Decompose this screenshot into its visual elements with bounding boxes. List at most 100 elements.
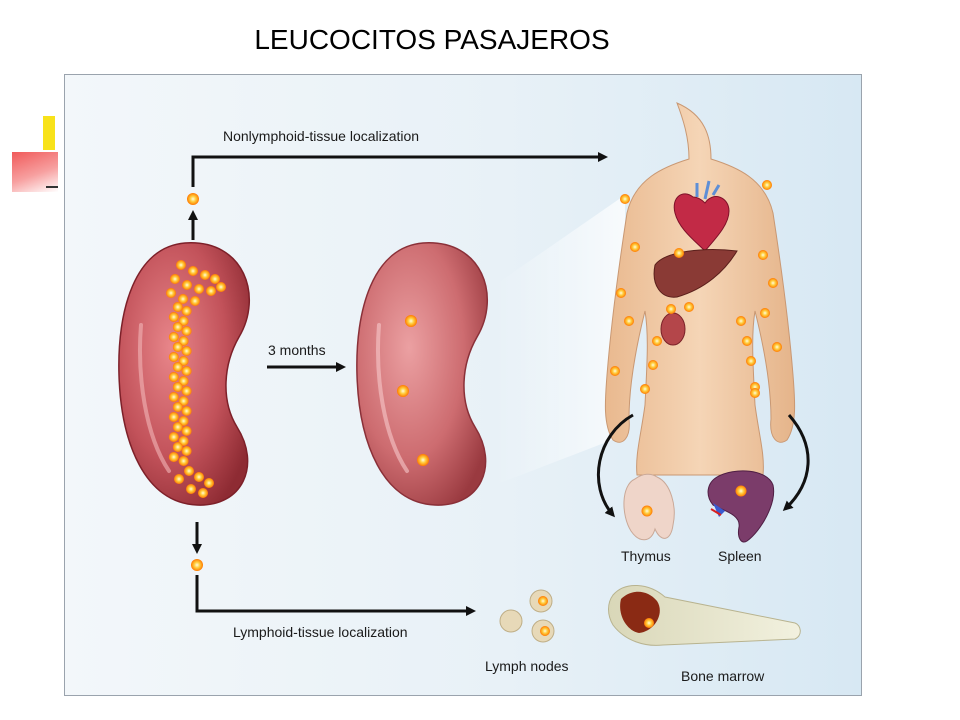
leukocyte xyxy=(184,466,194,476)
leukocyte xyxy=(397,385,409,397)
nonlymphoid-path-arrow xyxy=(188,152,608,240)
leukocyte xyxy=(538,596,548,606)
nonlymphoid-label: Nonlymphoid-tissue localization xyxy=(223,128,419,144)
leukocyte xyxy=(168,432,179,442)
recirculation-arrow-right xyxy=(782,414,810,512)
leukocyte-migrating-bottom xyxy=(191,559,203,571)
leukocyte xyxy=(181,346,192,356)
leukocyte xyxy=(666,304,676,314)
bone-marrow-label: Bone marrow xyxy=(681,668,765,684)
leukocyte xyxy=(181,446,192,456)
leukocyte xyxy=(172,342,183,352)
leukocyte xyxy=(181,406,192,416)
leukocyte xyxy=(648,360,658,370)
leukocyte xyxy=(172,322,183,332)
leukocyte xyxy=(194,472,204,482)
decorative-line xyxy=(46,186,58,188)
kidney-transplant-after-3-months xyxy=(356,242,488,506)
light-beam xyxy=(495,195,625,485)
leukocyte xyxy=(181,386,192,396)
leukocyte xyxy=(172,362,183,372)
leukocyte-cluster-body xyxy=(610,180,782,398)
leukocyte xyxy=(644,618,654,628)
leukocyte xyxy=(200,270,210,280)
leukocyte xyxy=(178,456,189,466)
decorative-red-block xyxy=(12,152,58,192)
leukocyte xyxy=(172,302,183,312)
leukocyte xyxy=(641,505,653,517)
leukocyte xyxy=(190,296,200,306)
leukocyte xyxy=(750,388,760,398)
leukocyte xyxy=(616,288,626,298)
thymus-label: Thymus xyxy=(621,548,671,564)
leukocyte xyxy=(772,342,782,352)
leukocyte xyxy=(168,372,179,382)
leukocyte xyxy=(540,626,550,636)
lymph-nodes-label: Lymph nodes xyxy=(485,658,569,674)
leukocyte xyxy=(216,282,226,292)
leukocyte xyxy=(198,488,208,498)
lymphoid-path-arrow xyxy=(192,522,476,616)
leukocyte xyxy=(758,250,768,260)
leukocyte xyxy=(684,302,694,312)
human-torso-illustration xyxy=(604,102,796,476)
leukocyte xyxy=(210,274,220,284)
leukocyte xyxy=(176,260,186,270)
leukocyte xyxy=(170,274,180,284)
leukocyte xyxy=(168,332,179,342)
bone-marrow-organ xyxy=(608,585,801,646)
leukocyte xyxy=(168,452,179,462)
leukocyte-migrating-top xyxy=(187,193,199,205)
leukocyte xyxy=(168,352,179,362)
spleen-label: Spleen xyxy=(718,548,762,564)
leukocyte xyxy=(405,315,417,327)
leukocyte xyxy=(181,306,192,316)
leukocyte xyxy=(172,442,183,452)
lymphoid-label: Lymphoid-tissue localization xyxy=(233,624,408,640)
leukocyte xyxy=(186,484,196,494)
leukocyte xyxy=(172,382,183,392)
leukocyte xyxy=(746,356,756,366)
leukocyte xyxy=(166,288,176,298)
spleen-organ xyxy=(707,470,775,543)
leukocyte xyxy=(736,316,746,326)
leukocyte xyxy=(181,326,192,336)
leukocyte xyxy=(181,426,192,436)
leukocyte xyxy=(742,336,752,346)
leukocyte xyxy=(640,384,650,394)
leukocyte xyxy=(188,266,198,276)
leukocyte xyxy=(174,474,184,484)
leukocyte xyxy=(181,366,192,376)
leukocyte xyxy=(674,248,684,258)
leukocyte xyxy=(417,454,429,466)
heart-organ xyxy=(673,193,730,252)
slide-title: LEUCOCITOS PASAJEROS xyxy=(254,24,610,55)
leukocyte xyxy=(182,280,192,290)
leukocyte xyxy=(206,286,216,296)
leukocyte-cluster-initial xyxy=(166,260,226,498)
leukocyte xyxy=(624,316,634,326)
time-label: 3 months xyxy=(268,342,326,358)
leukocyte xyxy=(168,312,179,322)
decorative-yellow-bar xyxy=(43,116,55,150)
heart-vessels xyxy=(695,180,721,200)
leukocyte xyxy=(735,485,747,497)
lymph-nodes-organ xyxy=(499,589,555,643)
leukocyte xyxy=(610,366,620,376)
leukocyte xyxy=(204,478,214,488)
leukocyte xyxy=(762,180,772,190)
leukocyte xyxy=(630,242,640,252)
leukocyte xyxy=(760,308,770,318)
leukocyte xyxy=(194,284,204,294)
leukocyte xyxy=(178,294,188,304)
passenger-leukocytes-diagram: Nonlymphoid-tissue localization Lymphoid… xyxy=(64,74,862,696)
recirculation-arrow-left xyxy=(597,413,634,518)
leukocyte xyxy=(172,422,183,432)
leukocyte xyxy=(620,194,630,204)
leukocyte xyxy=(768,278,778,288)
leukocyte xyxy=(168,392,179,402)
leukocyte xyxy=(172,402,183,412)
kidney-organ-in-body xyxy=(660,312,686,346)
diagram-canvas: Nonlymphoid-tissue localization Lymphoid… xyxy=(118,102,810,684)
leukocyte xyxy=(168,412,179,422)
